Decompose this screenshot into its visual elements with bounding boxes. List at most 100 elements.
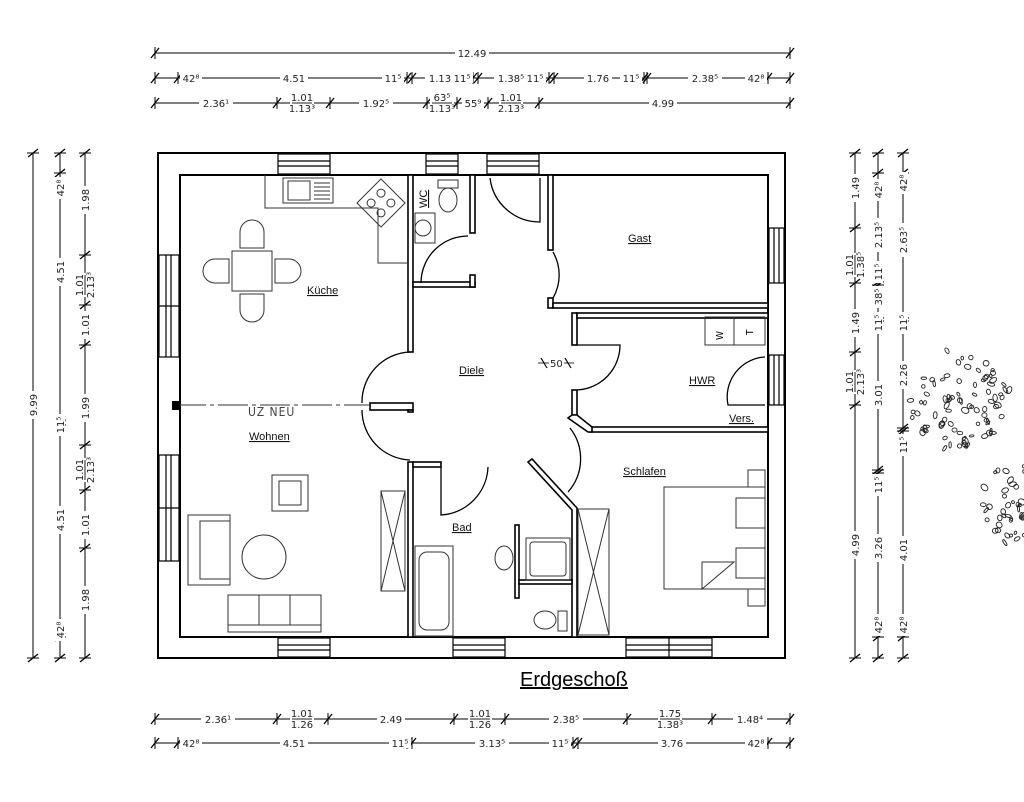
stove [356,178,406,228]
dimension-label: 55⁹ [462,96,484,110]
svg-text:11⁵: 11⁵ [552,739,569,750]
window-wc [425,153,459,175]
doors [361,177,766,516]
dimension-label: 11⁵ [620,71,642,85]
room-label-wohnen: Wohnen [249,431,290,443]
svg-text:3.26: 3.26 [874,537,885,559]
tree-symbols [906,347,1024,546]
svg-text:1.75: 1.75 [659,709,681,720]
svg-text:4.51: 4.51 [56,261,67,283]
svg-text:4.99: 4.99 [652,99,674,110]
svg-text:2.36¹: 2.36¹ [203,99,229,110]
svg-text:1.48⁴: 1.48⁴ [737,715,763,726]
svg-text:1.01: 1.01 [81,314,92,336]
svg-text:1.13⁵: 1.13⁵ [429,74,455,85]
door-hwr [576,344,621,391]
dimension-label: 42⁸ [871,614,885,636]
dimension-label: 1.98 [78,586,92,614]
uz-neu-label: UZ NEU [248,405,295,419]
wohnen-cabinet [380,490,406,592]
bed [663,469,766,607]
window-hwr [768,354,785,406]
svg-text:11⁵: 11⁵ [899,437,910,454]
dimension-label: 4.51 [53,506,67,534]
dining-table [202,219,302,323]
svg-text:2.26: 2.26 [899,364,910,386]
dimension-label: 1.01 [78,311,92,339]
dimension-label: 3.76 [658,736,686,750]
plan-title: Erdgeschoß [520,669,628,691]
svg-text:42⁸: 42⁸ [183,739,200,750]
room-label-schlafen: Schlafen [623,466,666,478]
dimension-label: 42⁸ [896,172,910,194]
dimension-label: 42⁸ [180,736,202,750]
svg-text:11⁵: 11⁵ [874,477,885,494]
svg-text:11⁵: 11⁵ [385,74,402,85]
svg-text:1.01: 1.01 [75,459,86,481]
svg-text:2.13³: 2.13³ [86,272,97,298]
dimension-label: 4.01 [896,536,910,564]
dimension-label: 4.51 [53,258,67,286]
door-vers [726,356,766,406]
svg-text:1.01: 1.01 [845,371,856,393]
dimension-label: 11⁵ [896,434,910,456]
dimension-label: 2.49 [377,712,405,726]
door-wohnen [361,409,411,461]
svg-text:1.99: 1.99 [81,397,92,419]
svg-text:1.26: 1.26 [291,720,313,731]
svg-text:1.49: 1.49 [851,312,862,334]
svg-text:1.13³: 1.13³ [429,104,455,115]
svg-text:1.01: 1.01 [500,93,522,104]
dimension-label: 42⁸ [745,736,767,750]
svg-text:3.13⁵: 3.13⁵ [479,739,505,750]
dimension-label: 1.011.26 [468,706,492,731]
dimension-label: 3.13⁵ [475,736,509,750]
svg-text:1.38³: 1.38³ [657,720,683,731]
window-bad [452,637,506,658]
dimension-label: 3.26 [871,534,885,562]
dimension-label: 1.13⁵ [425,71,459,85]
uz-neu-line [172,401,370,410]
dimension-label: 1.012.13³ [498,90,524,115]
svg-text:2.38⁵: 2.38⁵ [553,715,579,726]
room-label-diele: Diele [459,365,484,377]
armchair [271,474,309,512]
window-left-wohnen [158,454,180,562]
dimension-label: 4.51 [280,71,308,85]
windows [158,153,785,658]
svg-text:1.38⁵: 1.38⁵ [498,74,524,85]
svg-text:1.01: 1.01 [469,709,491,720]
interior-walls [369,174,769,638]
svg-text:11⁵: 11⁵ [392,739,409,750]
svg-text:11⁵: 11⁵ [56,417,67,434]
dimension-label: 1.76 [584,71,612,85]
tree-icon [979,464,1024,546]
dimension-label: 2.38⁵ [549,712,583,726]
svg-text:2.38⁵: 2.38⁵ [692,74,718,85]
dimension-label: 1.01 [78,511,92,539]
window-entrance [486,153,540,175]
svg-text:1.01: 1.01 [81,514,92,536]
svg-text:42⁸: 42⁸ [56,180,67,197]
washer-label: W [715,331,726,340]
svg-text:38⁵: 38⁵ [874,289,885,306]
dimension-label: 11⁵ [53,414,67,436]
furniture [187,175,766,637]
dimension-label: 11⁵ [871,261,885,283]
svg-text:4.51: 4.51 [56,509,67,531]
dryer-label: T [745,329,756,336]
door-entrance [489,177,541,223]
washer-dryer-box [704,316,766,346]
svg-text:1.76: 1.76 [587,74,609,85]
